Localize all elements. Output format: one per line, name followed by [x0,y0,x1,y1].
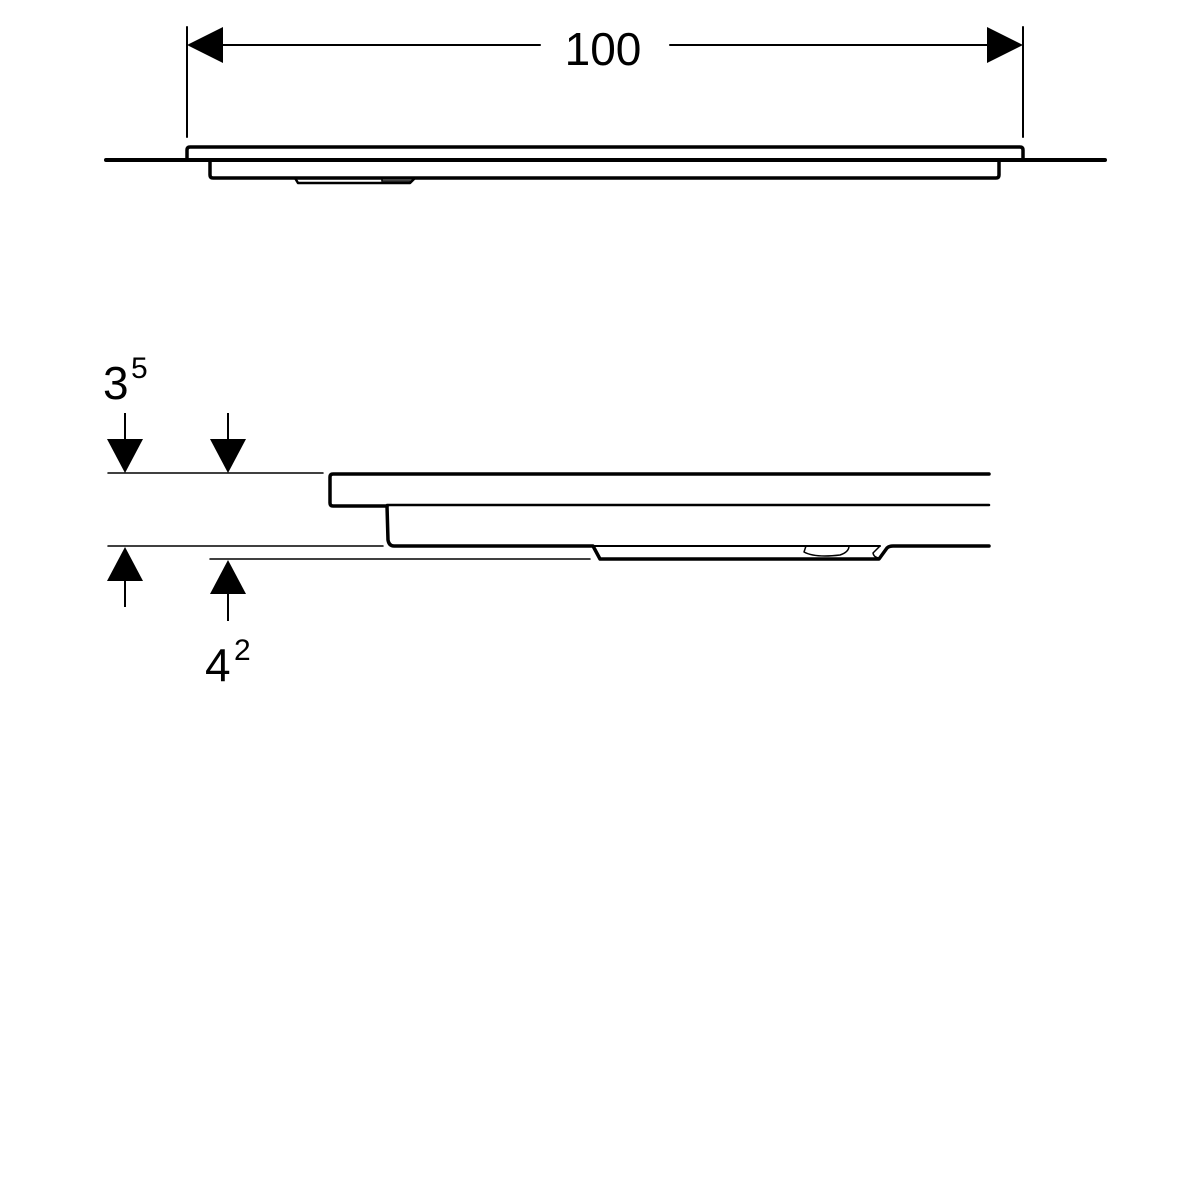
arrowhead-up-2 [210,560,246,594]
section-detail-2 [872,545,881,559]
section-plate [328,472,991,508]
top-thickness-sup: 5 [131,352,148,385]
bottom-thickness-label: 4 [205,639,231,691]
arrowhead-down-2 [210,439,246,473]
section-view [107,472,991,561]
section-channel [385,504,991,561]
width-dimension-label: 100 [565,23,642,75]
arrowhead-down-1 [107,439,143,473]
arrowhead-left [187,27,223,63]
arrowhead-right [987,27,1023,63]
arrowhead-up-1 [107,547,143,581]
channel-body [208,158,1001,180]
cover-plate [185,145,1025,162]
bottom-thickness-base: 4 [205,639,231,691]
top-thickness-base: 3 [103,357,129,409]
top-view [104,26,1107,185]
top-thickness-label: 3 [103,357,129,409]
bottom-thickness-sup: 2 [234,634,251,667]
section-detail-1 [803,545,850,557]
